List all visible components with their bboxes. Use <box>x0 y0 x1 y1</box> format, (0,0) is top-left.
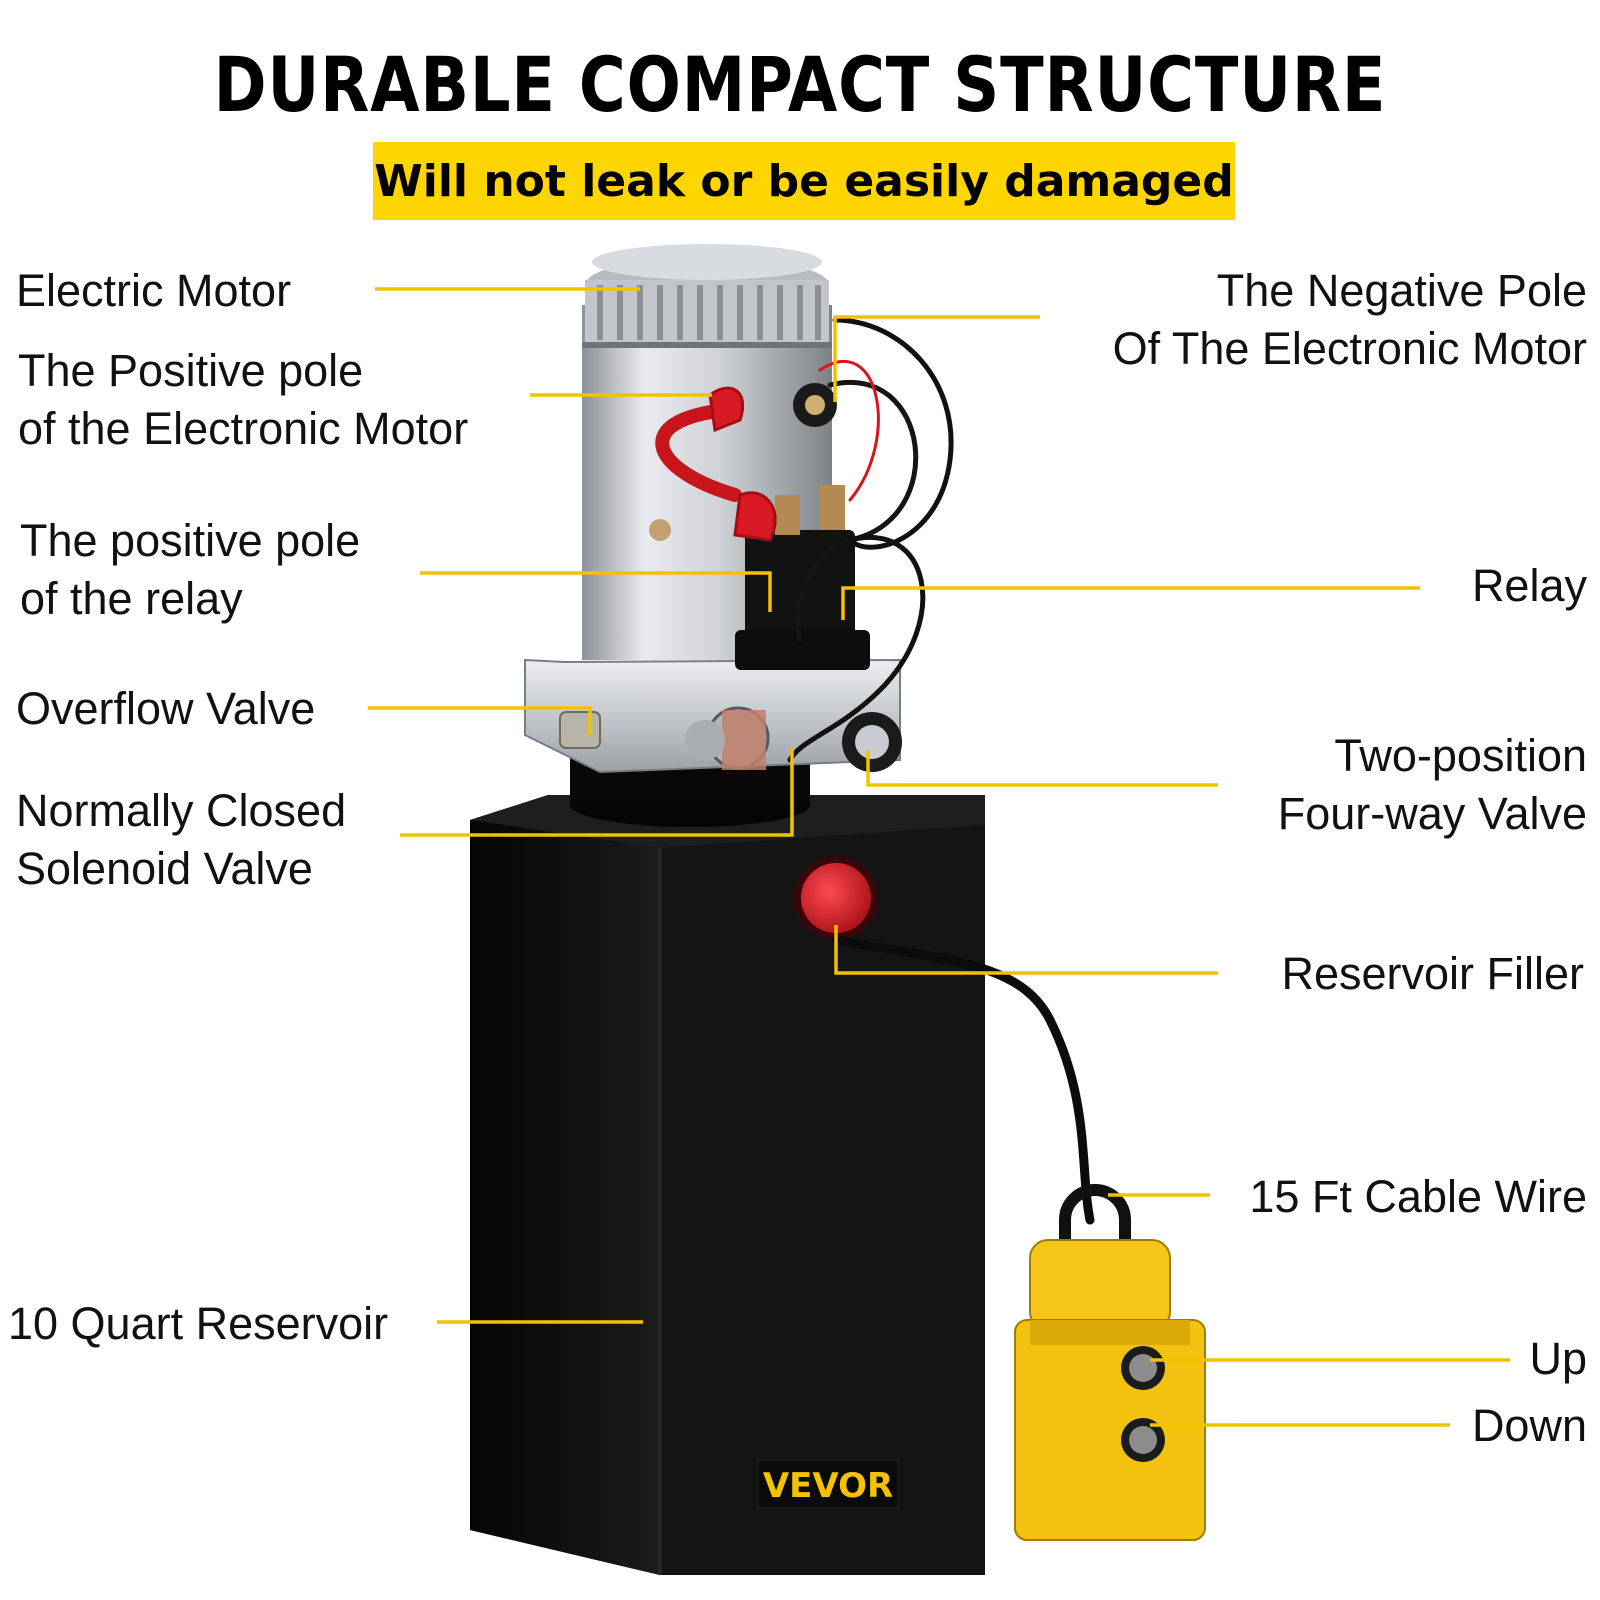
label-overflow-valve: Overflow Valve <box>16 683 316 734</box>
label-positive-pole-motor: The Positive pole of the Electronic Moto… <box>18 345 469 454</box>
vevor-logo: VEVOR <box>757 1459 899 1509</box>
label-down: Down <box>1471 1400 1587 1451</box>
label-reservoir-filler: Reservoir Filler <box>1281 948 1584 999</box>
subtitle-banner: Will not leak or be easily damaged <box>373 142 1235 220</box>
label-four-way-valve: Two-position Four-way Valve <box>1277 730 1587 839</box>
relay <box>735 485 870 670</box>
label-reservoir: 10 Quart Reservoir <box>8 1298 389 1349</box>
label-cable-wire: 15 Ft Cable Wire <box>1249 1171 1587 1222</box>
wiring <box>655 317 1095 1225</box>
label-solenoid-valve: Normally Closed Solenoid Valve <box>16 785 347 894</box>
leader-relay <box>841 586 1420 620</box>
leader-solenoid-valve <box>400 748 794 837</box>
label-relay: Relay <box>1471 560 1587 611</box>
leader-four-way-valve <box>866 750 1218 787</box>
reservoir-filler-cap <box>794 856 878 940</box>
negative-terminal <box>793 383 837 427</box>
reservoir-tank <box>470 795 985 1575</box>
label-electric-motor: Electric Motor <box>16 265 292 316</box>
electric-motor <box>582 244 832 660</box>
page-title: DURABLE COMPACT STRUCTURE <box>213 40 1387 129</box>
label-up: Up <box>1529 1333 1587 1384</box>
leader-overflow-valve <box>368 706 592 735</box>
svg-text:VEVOR: VEVOR <box>763 1466 893 1506</box>
leader-positive-pole-relay <box>420 571 772 612</box>
valve-block <box>524 658 902 774</box>
pendant-remote <box>1014 1184 1206 1541</box>
label-negative-pole: The Negative Pole Of The Electronic Moto… <box>1112 265 1587 374</box>
label-positive-pole-relay: The positive pole of the relay <box>20 515 361 624</box>
leader-reservoir-filler <box>834 925 1218 975</box>
leader-lines <box>368 287 1510 1427</box>
leader-negative-pole <box>833 315 1040 402</box>
subtitle-text: Will not leak or be easily damaged <box>374 155 1234 207</box>
